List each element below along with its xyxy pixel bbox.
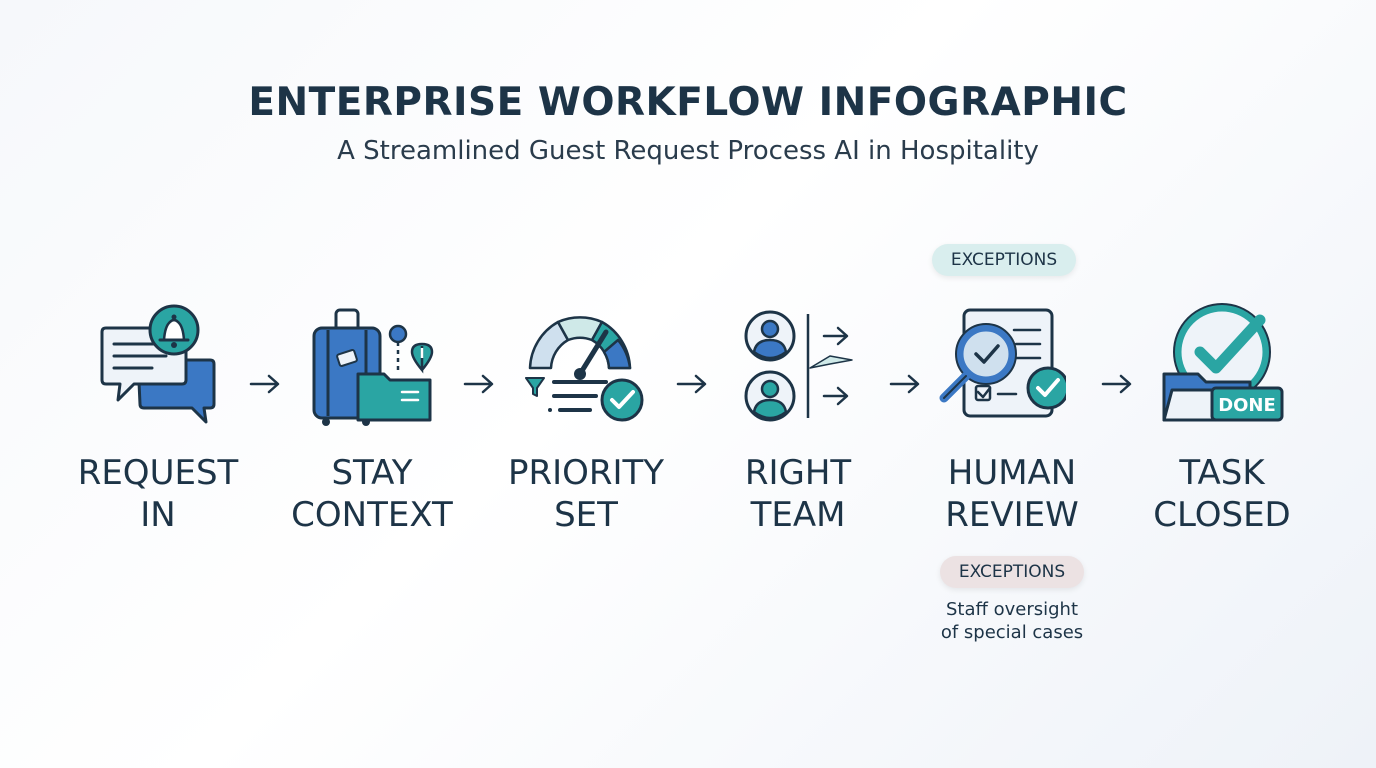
step-label-request-in: REQUEST IN	[48, 452, 268, 536]
step-line: CONTEXT	[291, 495, 453, 535]
done-folder-check-icon: DONE	[1162, 303, 1284, 422]
page-subtitle: A Streamlined Guest Request Process AI i…	[337, 136, 1039, 166]
luggage-folder-icon	[312, 308, 434, 426]
step-line: TEAM	[750, 495, 846, 535]
step-line: REVIEW	[945, 495, 1079, 535]
step-line: HUMAN	[947, 453, 1077, 493]
arrow-right-icon	[676, 374, 707, 394]
step-line: RIGHT	[744, 453, 852, 493]
step-label-human-review: HUMAN REVIEW	[902, 452, 1122, 536]
gauge-check-icon	[525, 316, 644, 422]
step-line: TASK	[1179, 453, 1265, 493]
team-routing-icon	[744, 310, 853, 422]
page-title: ENTERPRISE WORKFLOW INFOGRAPHIC	[248, 80, 1128, 125]
arrow-right-icon	[249, 374, 280, 394]
step-line: SET	[554, 495, 618, 535]
step-line: PRIORITY	[507, 453, 665, 493]
arrow-right-icon	[1101, 374, 1132, 394]
step-label-stay-context: STAY CONTEXT	[262, 452, 482, 536]
step-label-right-team: RIGHT TEAM	[688, 452, 908, 536]
chat-bubbles-bell-icon	[100, 304, 216, 424]
exceptions-badge-top: EXCEPTIONS	[932, 244, 1076, 276]
exceptions-badge-bottom: EXCEPTIONS	[940, 556, 1084, 588]
step-label-task-closed: TASK CLOSED	[1112, 452, 1332, 536]
arrow-right-icon	[463, 374, 494, 394]
arrow-right-icon	[889, 374, 920, 394]
magnifier-document-icon	[939, 308, 1066, 418]
exceptions-note: Staff oversight of special cases	[920, 598, 1104, 644]
step-label-priority-set: PRIORITY SET	[476, 452, 696, 536]
done-badge-text: DONE	[1218, 395, 1276, 416]
step-line: REQUEST	[77, 453, 239, 493]
note-line: of special cases	[940, 622, 1084, 643]
step-line: IN	[140, 495, 176, 535]
step-line: STAY	[331, 453, 413, 493]
step-line: CLOSED	[1153, 495, 1291, 535]
note-line: Staff oversight	[945, 599, 1079, 620]
